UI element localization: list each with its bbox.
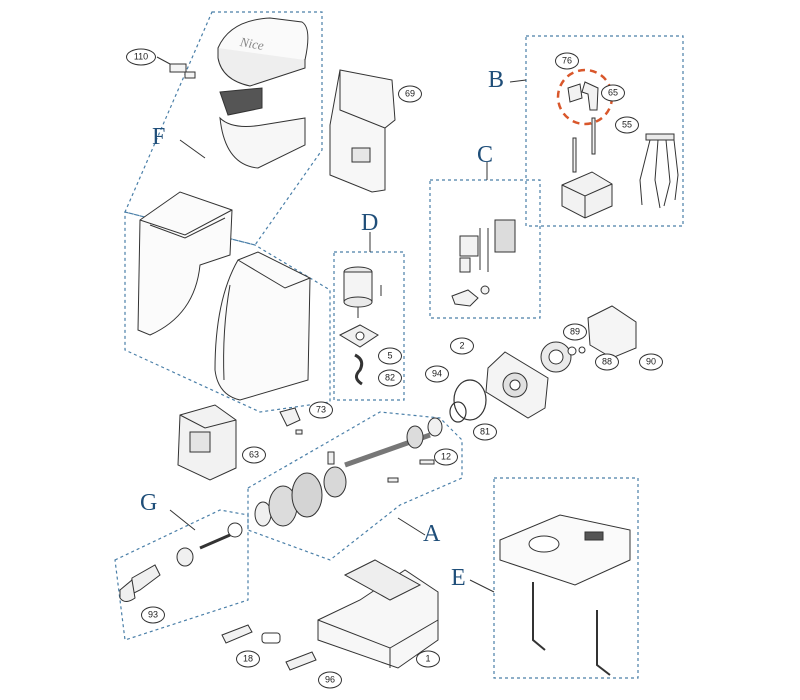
group-label-e: E <box>451 565 466 591</box>
gear-shaft-assembly <box>254 417 443 527</box>
callout-96: 96 <box>318 671 342 689</box>
group-label-d: D <box>361 210 379 236</box>
callout-89: 89 <box>563 323 587 341</box>
group-label-a: A <box>423 521 441 547</box>
group-f-cover-border <box>124 11 323 246</box>
base-part <box>317 559 439 669</box>
c-group-components <box>451 219 516 307</box>
group-c-border <box>429 179 541 319</box>
callout-1: 1 <box>416 650 440 668</box>
group-e-border <box>493 477 639 679</box>
left-housing-part <box>137 191 233 336</box>
group-label-g: G <box>140 490 158 516</box>
callout-63: 63 <box>242 446 266 464</box>
callout-69: 69 <box>398 85 422 103</box>
callout-18: 18 <box>236 650 260 668</box>
sprocket-cover-part <box>587 305 637 359</box>
callout-110: 110 <box>126 48 156 66</box>
control-board-part <box>177 404 237 481</box>
group-label-b: B <box>488 67 505 93</box>
group-d-border <box>333 251 405 401</box>
callout-94: 94 <box>425 365 449 383</box>
callout-93: 93 <box>141 606 165 624</box>
callout-5: 5 <box>378 347 402 365</box>
part-73-bracket <box>279 407 303 435</box>
callout-90: 90 <box>639 353 663 371</box>
group-f-housing-border <box>124 211 331 413</box>
top-cover-part <box>217 17 309 87</box>
callout-76: 76 <box>555 52 579 70</box>
transformer-part <box>561 81 613 219</box>
callout-88: 88 <box>595 353 619 371</box>
anchor-bolts-part <box>532 582 611 676</box>
group-b-border <box>525 35 684 227</box>
wire-harness-part <box>639 133 679 209</box>
group-label-c: C <box>477 142 494 168</box>
callout-73: 73 <box>309 401 333 419</box>
callout-12: 12 <box>434 448 458 466</box>
callout-2: 2 <box>450 337 474 355</box>
part-69-bracket <box>329 69 396 193</box>
callout-82: 82 <box>378 369 402 387</box>
sprocket-part <box>540 341 586 373</box>
small-bars-parts <box>221 624 317 671</box>
callout-55: 55 <box>615 116 639 134</box>
group-g-border <box>114 509 249 641</box>
group-label-f: F <box>152 124 166 150</box>
callout-81: 81 <box>473 423 497 441</box>
motor-part <box>338 266 382 386</box>
drive-plate-part <box>485 351 549 419</box>
callout-65: 65 <box>601 84 625 102</box>
foundation-plate-part <box>499 514 631 586</box>
rings-94-81 <box>449 379 487 423</box>
right-housing-part <box>214 251 311 401</box>
cover-band-part <box>219 87 306 169</box>
release-lever-part <box>119 522 243 602</box>
part-110-clip <box>156 56 196 79</box>
